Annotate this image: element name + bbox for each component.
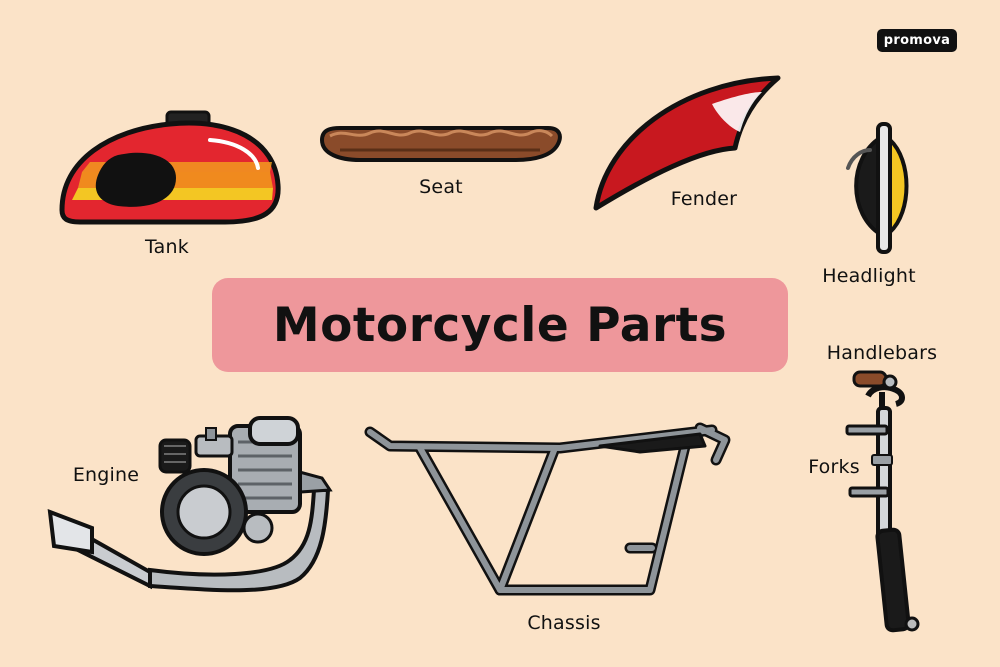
brand-logo: promova (877, 29, 957, 52)
tank-icon (59, 110, 281, 225)
fender-icon (593, 75, 781, 211)
title-banner: Motorcycle Parts (212, 278, 788, 372)
label-tank: Tank (145, 236, 189, 258)
label-fender: Fender (670, 188, 738, 210)
chassis-icon (364, 422, 731, 596)
brand-logo-text: promova (883, 33, 951, 48)
headlight-icon (846, 122, 909, 254)
seat-icon (319, 126, 562, 162)
forks-icon (845, 406, 920, 633)
label-handlebars: Handlebars (826, 342, 938, 364)
label-engine: Engine (72, 464, 140, 486)
label-forks: Forks (808, 456, 860, 478)
label-seat: Seat (419, 176, 463, 198)
label-chassis: Chassis (527, 612, 601, 634)
engine-icon (47, 416, 333, 593)
handlebars-icon (852, 370, 905, 410)
page-title: Motorcycle Parts (272, 297, 728, 353)
label-headlight: Headlight (822, 265, 916, 287)
